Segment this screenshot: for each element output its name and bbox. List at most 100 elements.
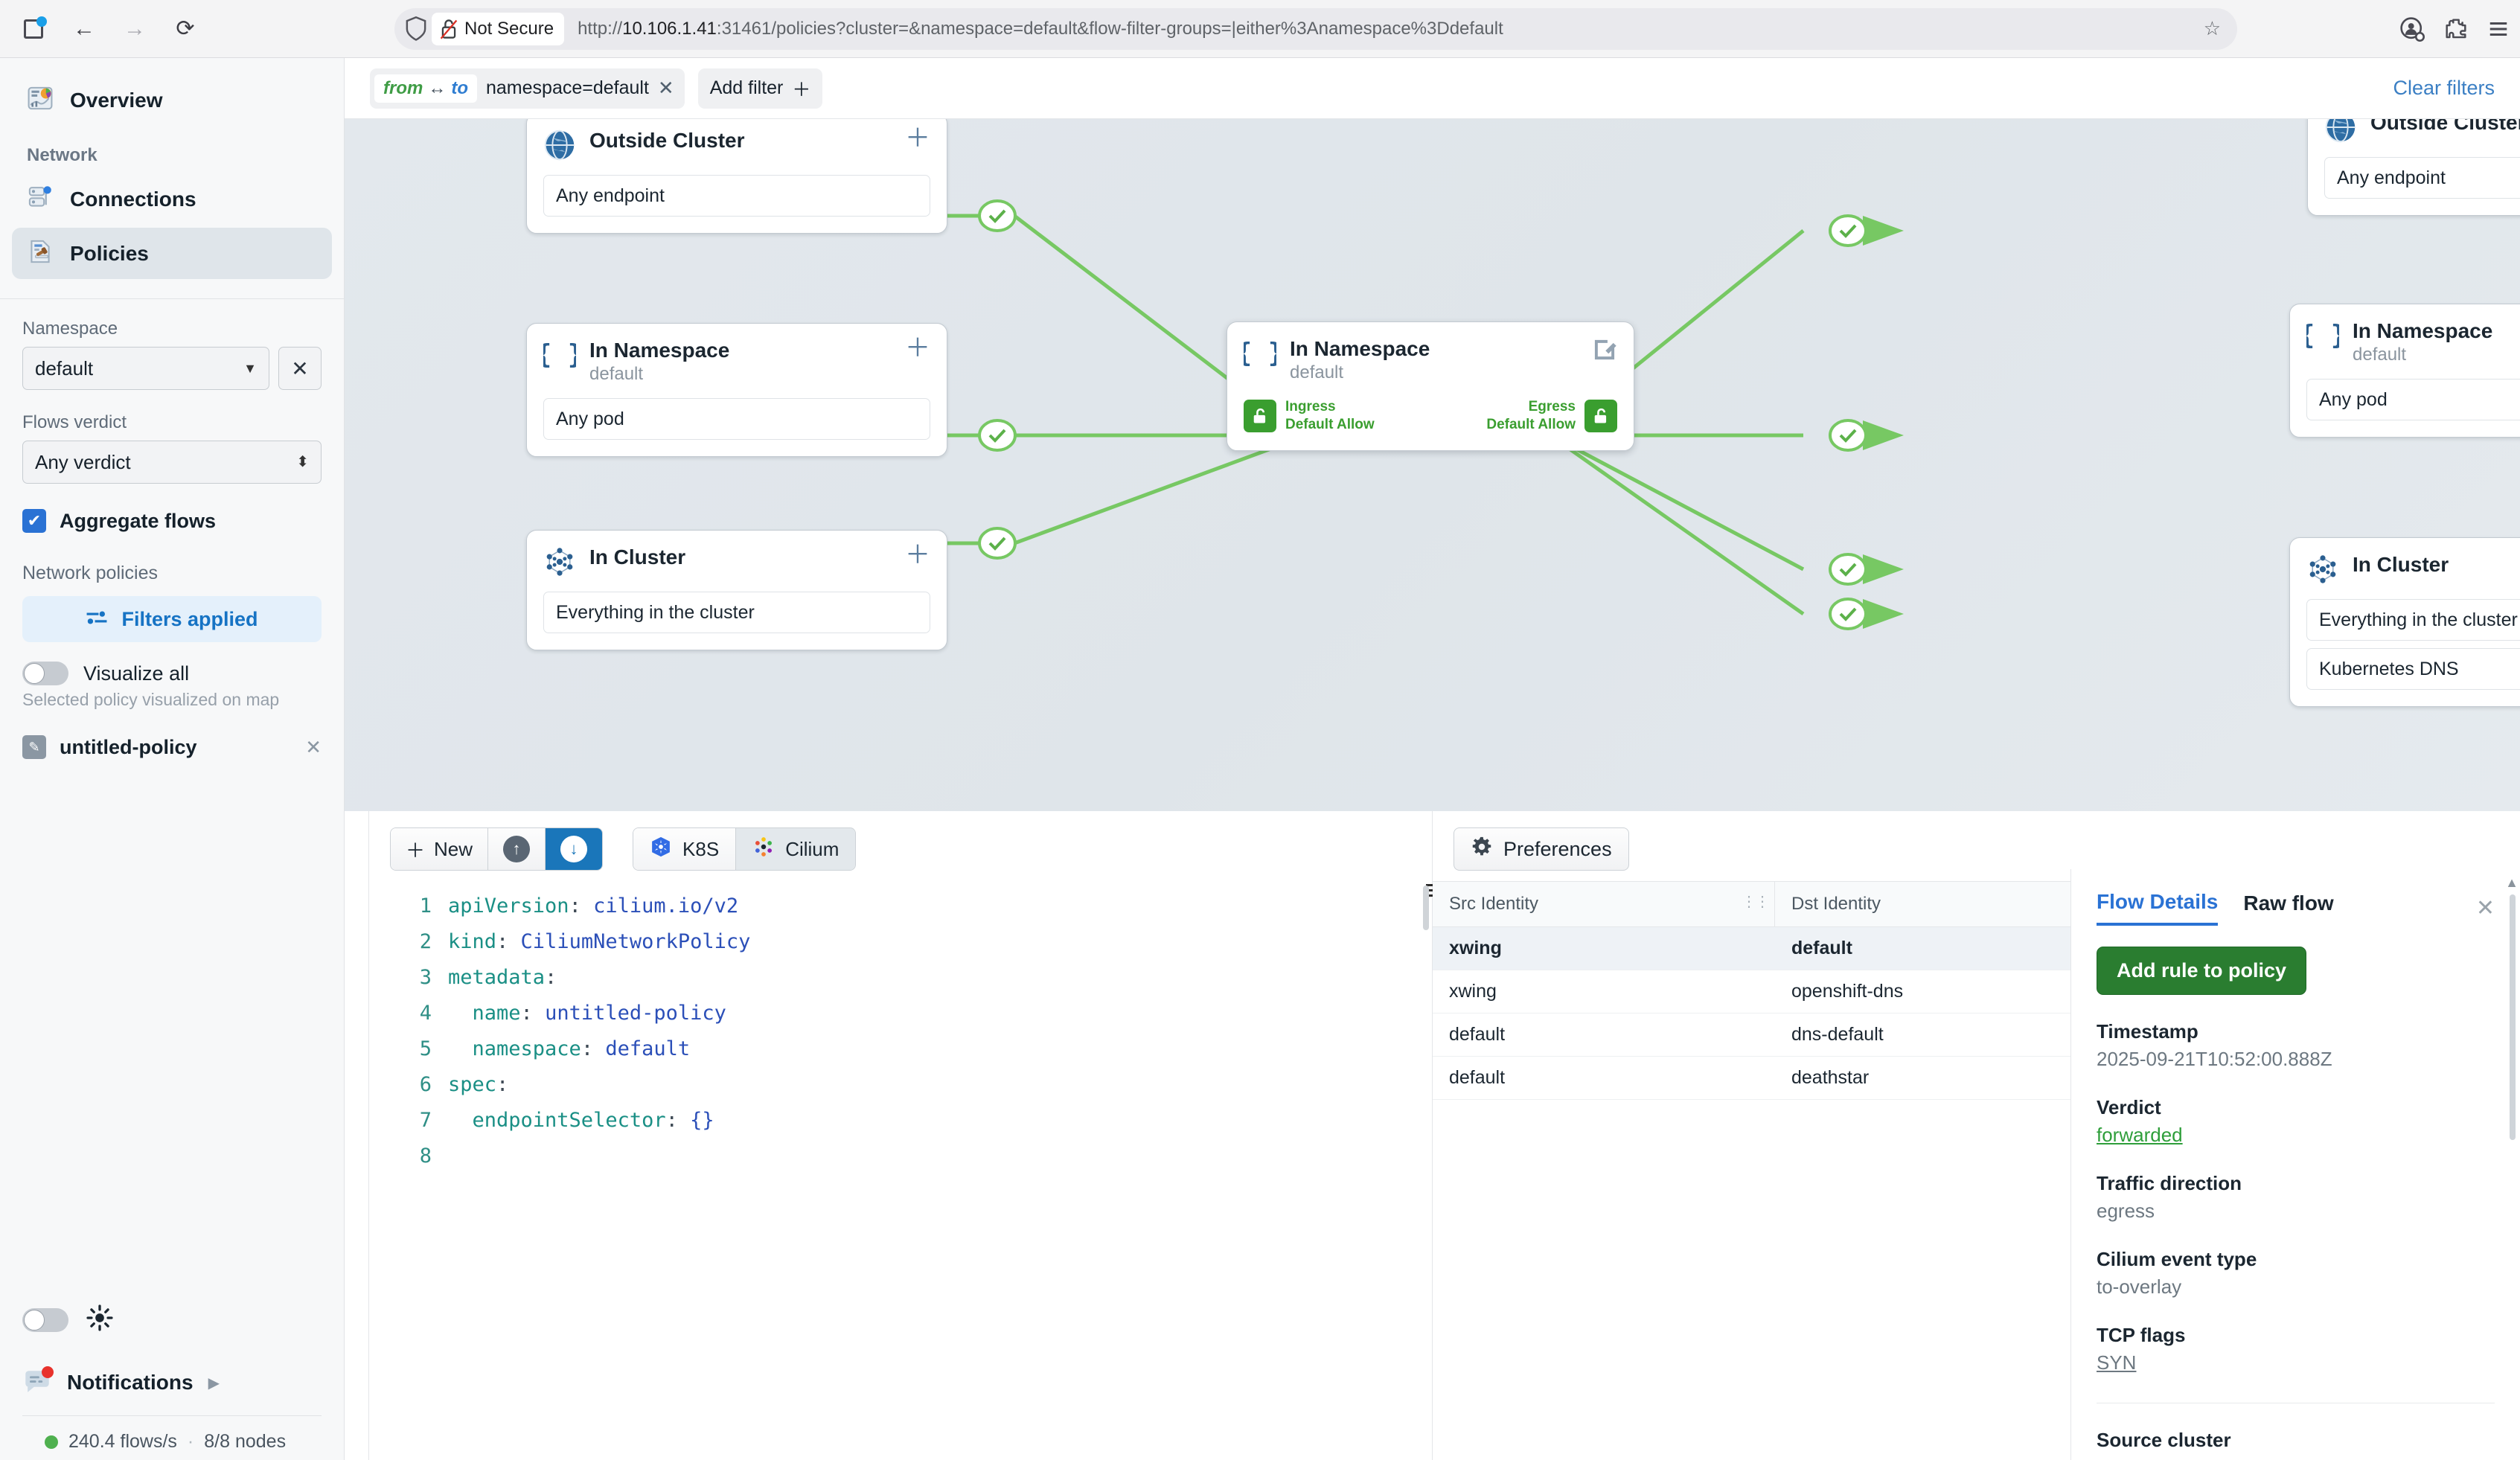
tab-k8s[interactable]: K8S [633, 828, 737, 870]
clear-filters-button[interactable]: Clear filters [2393, 77, 2495, 99]
filter-chip[interactable]: from ↔ to namespace=default ✕ [370, 68, 685, 109]
node-subtitle: default [2353, 345, 2407, 365]
column-resize-grip-icon[interactable]: ⋮⋮ [1742, 894, 1770, 910]
sidebar-item-policies[interactable]: Policies [12, 228, 332, 279]
not-secure-badge[interactable]: Not Secure [432, 12, 565, 45]
status-dot-icon [45, 1435, 58, 1449]
back-arrow-icon[interactable]: ← [73, 16, 95, 41]
tab-overview-icon[interactable] [16, 12, 51, 46]
add-endpoint-icon[interactable]: ＋ [905, 334, 930, 362]
filter-chip-text: namespace=default [486, 77, 649, 98]
reload-icon[interactable]: ⟳ [176, 16, 195, 41]
ingress-label: Ingress [1285, 399, 1336, 415]
endpoint-row[interactable]: Everything in the cluster [543, 592, 930, 633]
endpoint-row[interactable]: Any pod [2306, 379, 2520, 421]
address-bar[interactable]: Not Secure http://10.106.1.41:31461/poli… [394, 7, 2237, 50]
verdict-select[interactable]: Any verdict ⬍ [22, 441, 322, 484]
upload-policy-button[interactable]: ↑ [488, 828, 546, 870]
aggregate-flows-checkbox[interactable]: ✔ Aggregate flows [22, 509, 322, 533]
add-endpoint-icon[interactable]: ＋ [905, 541, 930, 569]
namespace-select[interactable]: default ▼ [22, 347, 269, 390]
edit-policy-icon[interactable] [1592, 337, 1617, 362]
star-icon[interactable]: ☆ [2203, 17, 2221, 39]
column-header-src-identity[interactable]: Src Identity ⋮⋮ [1433, 882, 1775, 926]
policy-badges: Ingress Default Allow Egress Default All… [1244, 398, 1617, 434]
tab-flow-details[interactable]: Flow Details [2097, 890, 2219, 926]
cluster-icon [543, 545, 576, 578]
code-text: namespace: default [448, 1037, 691, 1060]
hamburger-menu-icon[interactable] [2487, 18, 2510, 40]
detail-label: Cilium event type [2097, 1248, 2257, 1270]
endpoint-row[interactable]: Any endpoint [2324, 157, 2520, 199]
policy-list-item[interactable]: ✎ untitled-policy ✕ [22, 735, 322, 759]
remove-filter-icon[interactable]: ✕ [657, 77, 674, 99]
svg-text:{ }: { } [543, 339, 576, 370]
map-node-right-in-namespace[interactable]: { } In Namespace default ＋ Any pod [2289, 304, 2520, 438]
url-text[interactable]: http://10.106.1.41:31461/policies?cluste… [578, 19, 2204, 39]
sidebar-item-connections[interactable]: Connections [12, 173, 332, 225]
endpoint-row[interactable]: Everything in the cluster [2306, 599, 2520, 641]
add-rule-to-policy-button[interactable]: Add rule to policy [2097, 947, 2307, 995]
column-label: Dst Identity [1791, 894, 1881, 914]
theme-toggle-row[interactable] [22, 1304, 322, 1335]
brightness-icon [86, 1304, 113, 1335]
map-node-left-in-namespace[interactable]: { } In Namespace default ＋ Any pod [526, 323, 947, 458]
notifications-item[interactable]: Notifications ▶ [22, 1366, 322, 1415]
detail-value[interactable]: SYN [2097, 1351, 2137, 1374]
egress-label: Egress [1528, 399, 1576, 415]
app-root: Overview Network Connections Policies Na… [0, 58, 2520, 1460]
new-policy-button[interactable]: ＋ New [391, 828, 489, 870]
editor-scrollbar[interactable] [1423, 886, 1430, 1453]
visualize-all-toggle[interactable]: Visualize all [22, 662, 322, 685]
forward-arrow-icon[interactable]: → [124, 16, 146, 41]
add-filter-button[interactable]: Add filter ＋ [697, 68, 823, 109]
egress-badge: Egress Default Allow [1486, 398, 1617, 434]
filter-sliders-icon [86, 608, 108, 631]
editor-resize-handle[interactable] [1426, 884, 1438, 900]
endpoint-row[interactable]: Any endpoint [543, 175, 930, 217]
pencil-icon: ✎ [22, 735, 46, 759]
map-node-right-in-cluster[interactable]: In Cluster ＋ Everything in the cluster K… [2289, 537, 2520, 707]
tab-cilium[interactable]: Cilium [736, 828, 856, 870]
clear-namespace-button[interactable]: ✕ [278, 347, 322, 390]
line-number: 3 [419, 966, 432, 989]
node-subtitle: default [589, 364, 644, 385]
flow-details-tabs: Flow Details Raw flow ✕ [2097, 890, 2495, 926]
map-node-left-in-cluster[interactable]: In Cluster ＋ Everything in the cluster [526, 530, 947, 650]
scroll-up-icon[interactable]: ▲ [2505, 875, 2519, 890]
unlock-icon [1244, 399, 1276, 432]
details-scrollbar[interactable] [2510, 894, 2517, 1177]
tab-raw-flow[interactable]: Raw flow [2243, 891, 2334, 915]
aggregate-flows-label: Aggregate flows [60, 509, 217, 532]
column-header-dst-identity[interactable]: Dst Identity [1775, 882, 2520, 926]
profile-icon[interactable] [2399, 16, 2425, 42]
status-nodes: 8/8 nodes [204, 1431, 287, 1452]
main-content: from ↔ to namespace=default ✕ Add filter… [345, 58, 2520, 1460]
cilium-label: Cilium [785, 837, 840, 860]
cell-dst-identity: dns-default [1791, 1024, 1884, 1045]
map-node-center-in-namespace[interactable]: { } In Namespace default [1227, 321, 1634, 451]
map-node-right-outside-cluster[interactable]: Outside Cluster ＋ Any endpoint [2307, 119, 2520, 216]
preferences-button[interactable]: Preferences [1454, 827, 1629, 871]
puzzle-icon[interactable] [2444, 17, 2468, 41]
close-icon[interactable]: ✕ [2475, 895, 2495, 920]
remove-policy-icon[interactable]: ✕ [305, 735, 322, 758]
status-bar: 240.4 flows/s · 8/8 nodes [22, 1415, 322, 1460]
map-node-left-outside-cluster[interactable]: Outside Cluster ＋ Any endpoint [526, 119, 947, 234]
endpoint-row[interactable]: Kubernetes DNS [2306, 648, 2520, 690]
download-policy-button[interactable]: ↓ [546, 828, 603, 870]
detail-value[interactable]: forwarded [2097, 1124, 2183, 1146]
line-number: 5 [419, 1037, 432, 1060]
add-endpoint-icon[interactable]: ＋ [905, 124, 930, 153]
from-to-toggle[interactable]: from ↔ to [374, 74, 477, 103]
line-number: 6 [419, 1073, 432, 1096]
endpoint-row[interactable]: Any pod [543, 398, 930, 441]
sidebar-item-overview[interactable]: Overview [12, 74, 332, 126]
verdict-value: Any verdict [35, 450, 131, 473]
filters-applied-button[interactable]: Filters applied [22, 596, 322, 642]
